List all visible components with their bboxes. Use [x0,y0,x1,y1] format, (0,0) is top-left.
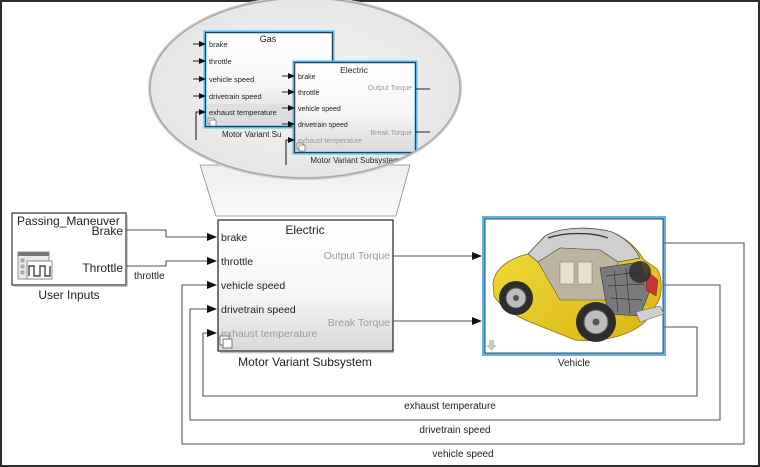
user-inputs-title: Passing_Maneuver [17,214,120,228]
gas-input-throttle: throttle [209,57,232,66]
vehicle-caption: Vehicle [558,358,591,369]
variant-subsystem-icon [219,335,233,349]
gas-input-brake: brake [209,40,228,49]
wire-brake[interactable] [126,229,217,241]
electric-magnified-input-drivetrain-speed: drivetrain speed [298,122,348,129]
user-inputs-block[interactable]: Passing_Maneuver Brake Throttle User Inp… [11,212,128,302]
signal-label-exhaust-temperature: exhaust temperature [404,401,496,412]
electric-magnified-caption: Motor Variant Subsystem [310,156,400,165]
electric-magnified-break-torque: Break Torque [370,130,412,137]
motor-input-drivetrain-speed: drivetrain speed [221,304,296,316]
motor-input-brake: brake [221,232,247,244]
user-inputs-output-brake: Brake [92,224,124,238]
motor-input-exhaust-temperature: exhaust temperature [221,328,317,340]
electric-magnified-input-exhaust-temperature: exhaust temperature [298,138,362,145]
gas-block-caption: Motor Variant Su [222,130,281,139]
vehicle-block[interactable]: Vehicle [482,216,666,369]
car-cutaway-image [492,227,665,342]
user-inputs-output-throttle: Throttle [82,261,123,275]
wire-exhaust-temperature[interactable] [202,326,698,397]
motor-block-frame[interactable] [217,219,394,352]
electric-magnified-frame [292,60,418,155]
wire-drivetrain-speed[interactable] [189,284,721,421]
down-arrow-icon [486,340,497,351]
gas-input-drivetrain-speed: drivetrain speed [209,92,262,101]
electric-magnified-input-vehicle-speed: vehicle speed [298,106,341,113]
motor-variant-subsystem-block[interactable]: Electric brake throttle vehicle speed dr… [217,219,394,369]
electric-magnified-output-torque: Output Torque [368,85,412,92]
gas-block-title: Gas [260,34,277,44]
signal-label-vehicle-speed: vehicle speed [432,449,493,460]
electric-magnified-variant-icon [296,142,306,152]
user-inputs-caption: User Inputs [38,288,99,302]
motor-block-title: Electric [285,223,324,237]
gas-variant-icon [207,117,217,127]
motor-block-caption: Motor Variant Subsystem [238,355,372,369]
magnified-electric-block: Electric brake throttle vehicle speed dr… [282,60,430,165]
gas-input-vehicle-speed: vehicle speed [209,75,254,84]
gas-input-exhaust-temperature: exhaust temperature [209,108,277,117]
electric-magnified-input-brake: brake [298,74,316,81]
motor-output-torque: Output Torque [324,250,391,262]
electric-magnified-title: Electric [340,65,369,75]
signal-label-drivetrain-speed: drivetrain speed [419,425,490,436]
motor-output-break-torque: Break Torque [328,317,390,329]
signal-label-throttle: throttle [134,271,165,282]
electric-magnified-input-throttle: throttle [298,90,320,97]
signal-builder-icon [17,251,53,280]
wire-vehicle-speed[interactable] [181,242,745,445]
motor-input-throttle: throttle [221,256,253,268]
wire-throttle[interactable] [126,257,217,267]
magnifier-callout: Gas brake throttle vehicle speed drivetr… [148,0,462,217]
motor-input-vehicle-speed: vehicle speed [221,280,285,292]
